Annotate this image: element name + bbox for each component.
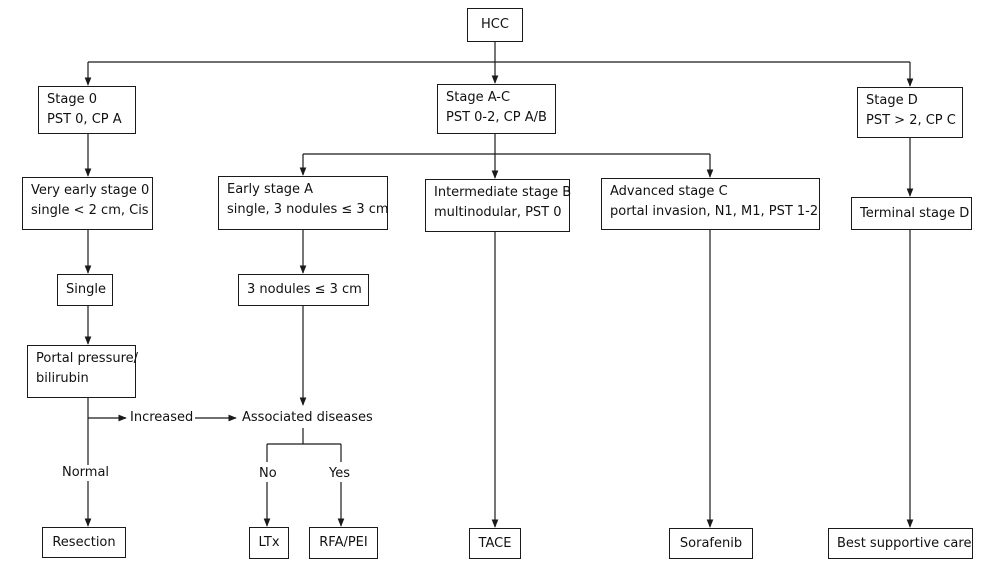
- early-a-title: Early stage A: [227, 182, 314, 197]
- resection-label: Resection: [52, 535, 116, 550]
- terminal-stage-d-node: Terminal stage D: [851, 197, 972, 230]
- three-nodules-label: 3 nodules ≤ 3 cm: [247, 282, 362, 297]
- tace-label: TACE: [478, 536, 512, 551]
- stage-d-title: Stage D: [866, 93, 918, 108]
- stage-ac-node: Stage A-C PST 0-2, CP A/B: [437, 84, 556, 134]
- very-early-title: Very early stage 0: [31, 183, 150, 198]
- very-early-criteria: single < 2 cm, Cis: [31, 203, 149, 218]
- stage-0-criteria: PST 0, CP A: [47, 112, 122, 127]
- best-supportive-care-label: Best supportive care: [837, 536, 972, 551]
- rfa-pei-label: RFA/PEI: [319, 535, 368, 550]
- portal-pressure-line2: bilirubin: [36, 371, 89, 386]
- hcc-node: HCC: [467, 8, 523, 42]
- intermediate-b-criteria: multinodular, PST 0: [434, 205, 562, 220]
- very-early-stage-node: Very early stage 0 single < 2 cm, Cis: [22, 177, 153, 230]
- intermediate-stage-b-node: Intermediate stage B multinodular, PST 0: [425, 179, 572, 232]
- portal-pressure-node: Portal pressure/ bilirubin: [27, 345, 139, 398]
- stage-0-title: Stage 0: [47, 92, 97, 107]
- stage-0-node: Stage 0 PST 0, CP A: [38, 86, 136, 134]
- hcc-label: HCC: [481, 17, 509, 32]
- advanced-c-criteria: portal invasion, N1, M1, PST 1-2: [610, 204, 819, 219]
- stage-d-criteria: PST > 2, CP C: [866, 113, 956, 128]
- single-label: Single: [66, 282, 106, 297]
- early-a-criteria: single, 3 nodules ≤ 3 cm: [227, 202, 389, 217]
- portal-pressure-line1: Portal pressure/: [36, 351, 139, 366]
- increased-label: Increased: [130, 410, 194, 426]
- stage-d-node: Stage D PST > 2, CP C: [857, 87, 963, 138]
- sorafenib-label: Sorafenib: [679, 536, 743, 551]
- associated-diseases-label: Associated diseases: [242, 410, 373, 426]
- sorafenib-node: Sorafenib: [669, 528, 753, 559]
- ltx-node: LTx: [249, 527, 289, 559]
- single-node: Single: [57, 274, 113, 306]
- no-label: No: [259, 466, 277, 482]
- stage-ac-criteria: PST 0-2, CP A/B: [446, 110, 547, 125]
- advanced-stage-c-node: Advanced stage C portal invasion, N1, M1…: [601, 178, 820, 230]
- intermediate-b-title: Intermediate stage B: [434, 185, 572, 200]
- three-nodules-node: 3 nodules ≤ 3 cm: [238, 274, 369, 306]
- yes-label: Yes: [329, 466, 350, 482]
- resection-node: Resection: [42, 527, 126, 558]
- best-supportive-care-node: Best supportive care: [828, 528, 973, 559]
- early-stage-a-node: Early stage A single, 3 nodules ≤ 3 cm: [218, 176, 389, 230]
- tace-node: TACE: [469, 528, 521, 559]
- advanced-c-title: Advanced stage C: [610, 184, 728, 199]
- ltx-label: LTx: [258, 535, 280, 550]
- normal-label: Normal: [62, 465, 110, 481]
- stage-ac-title: Stage A-C: [446, 90, 511, 105]
- rfa-pei-node: RFA/PEI: [309, 527, 378, 559]
- terminal-d-label: Terminal stage D: [860, 206, 970, 221]
